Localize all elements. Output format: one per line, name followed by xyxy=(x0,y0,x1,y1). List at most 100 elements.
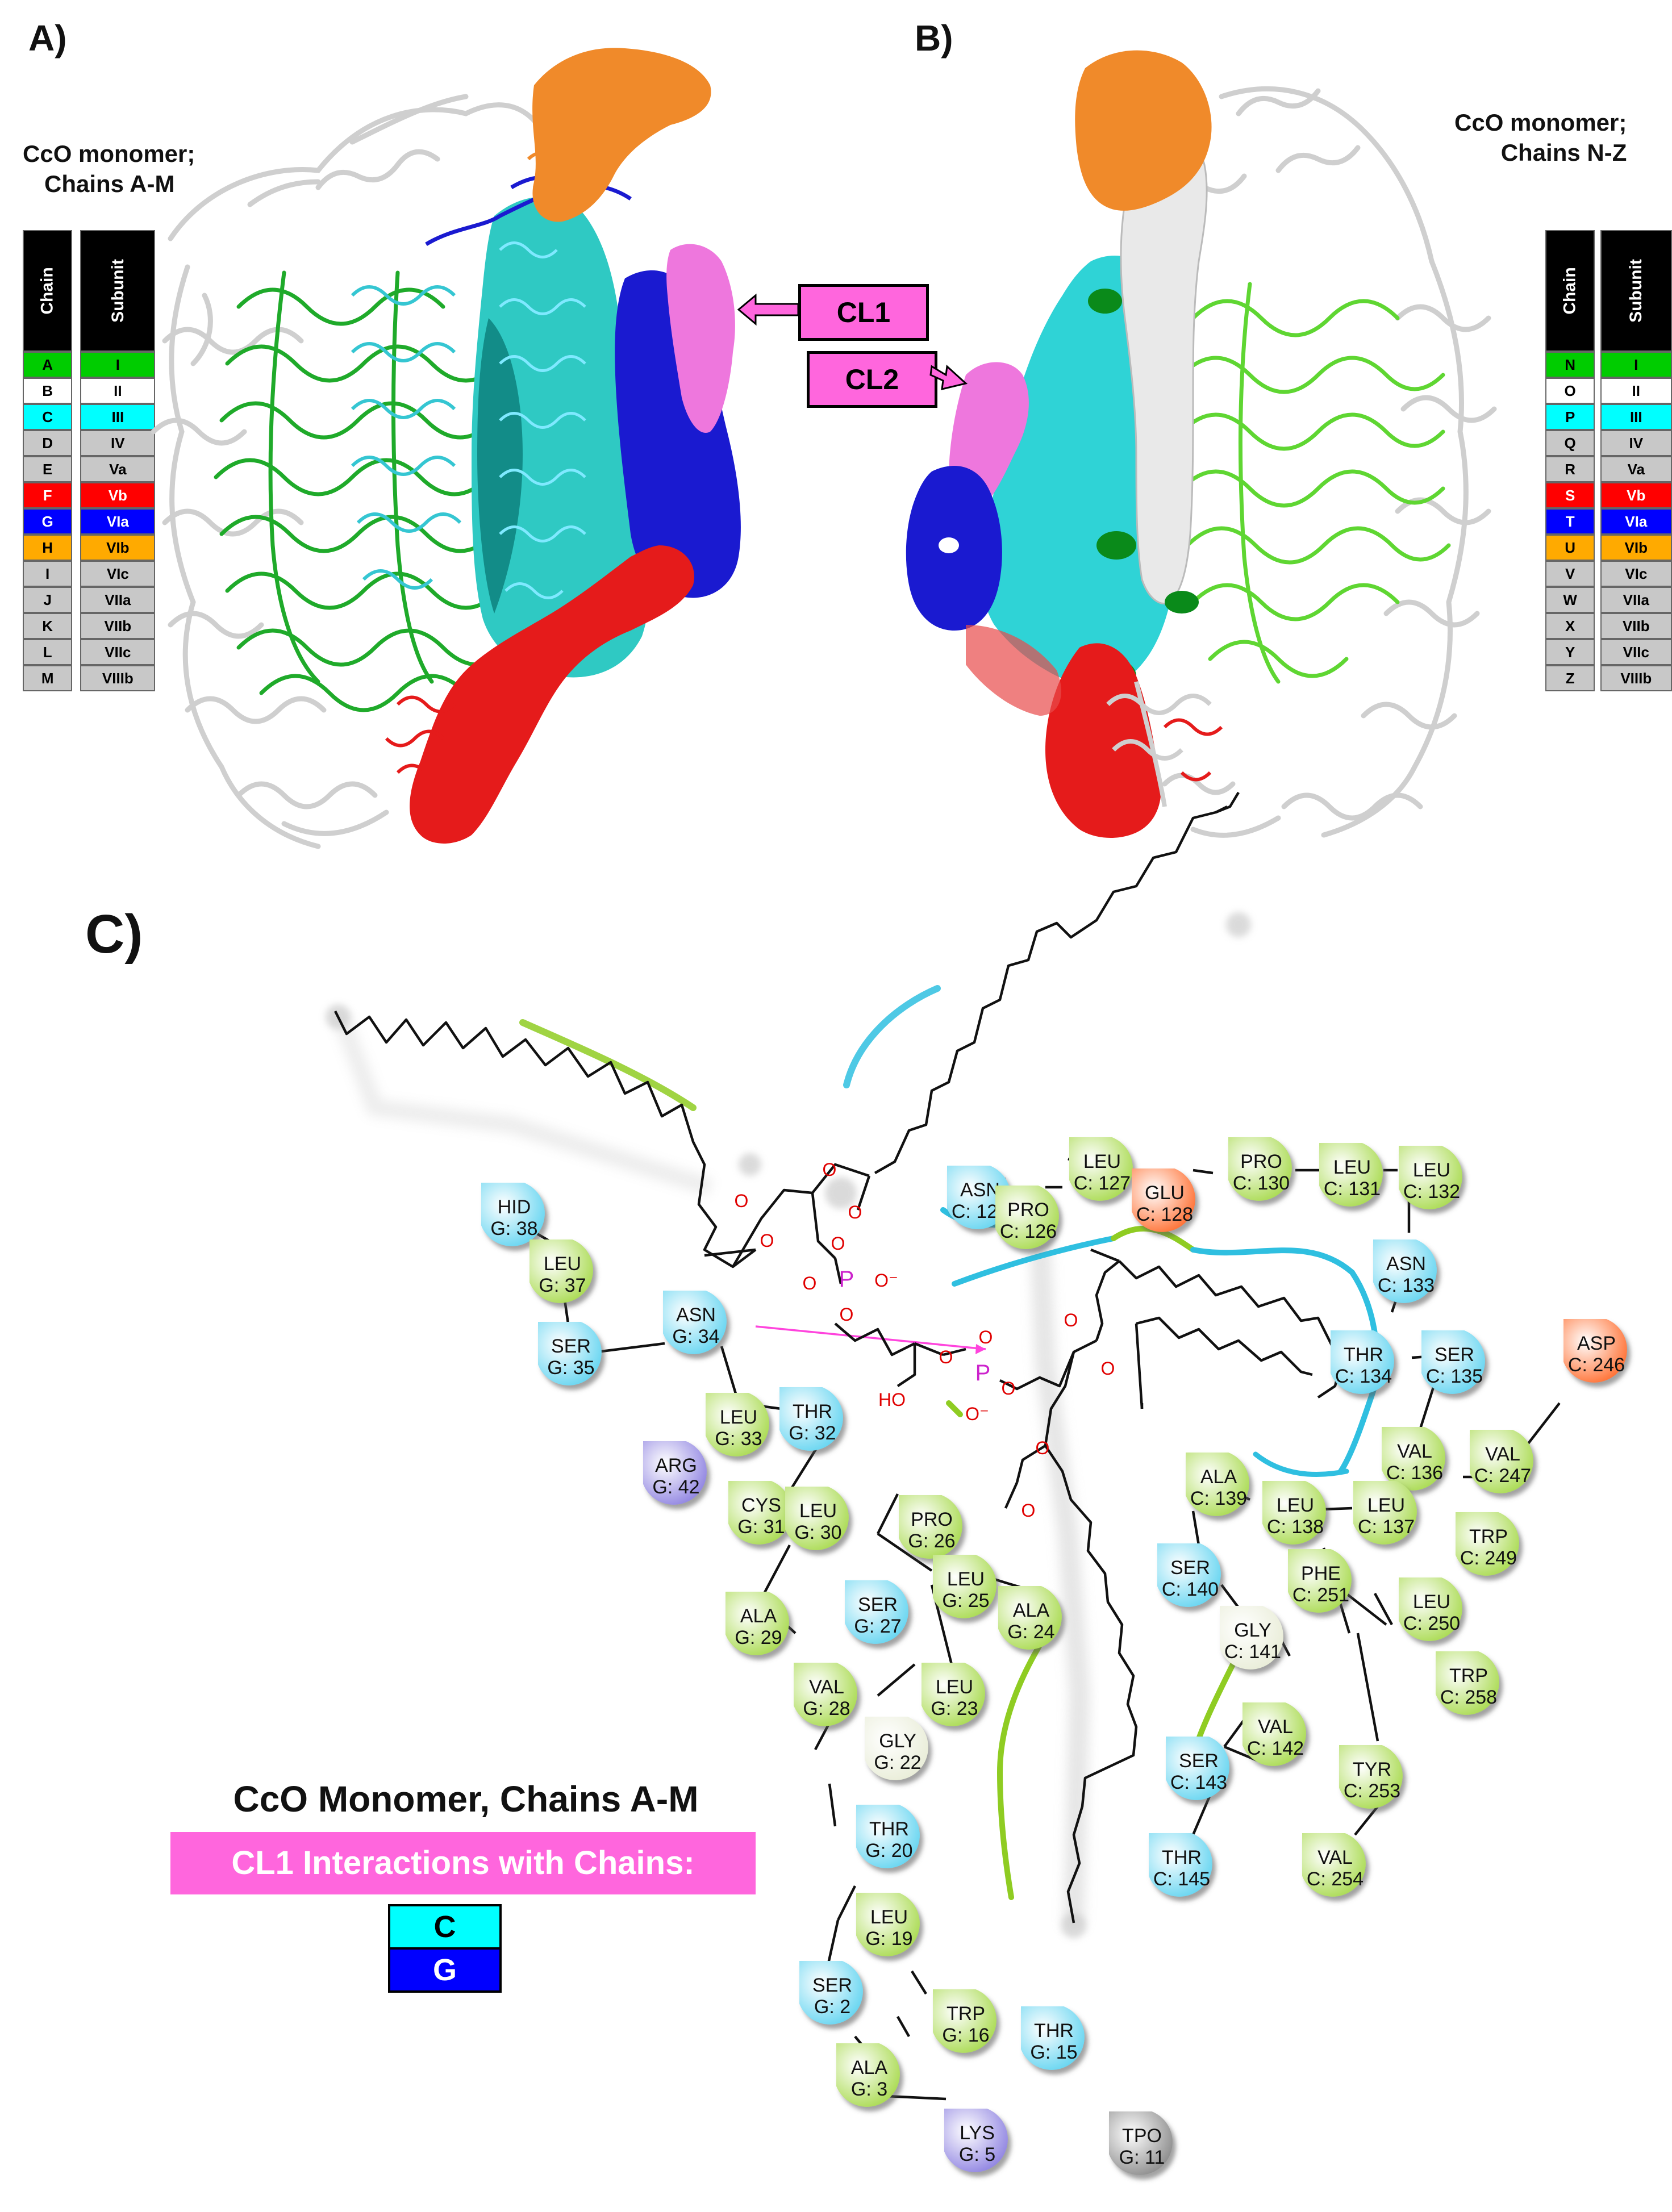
residue-name: THR xyxy=(1034,2020,1074,2042)
panel-b-chain-cell: Z xyxy=(1545,665,1595,691)
panel-b-subunit-cell: VIc xyxy=(1600,561,1672,587)
panel-a-chain-cell: D xyxy=(23,430,73,456)
residue-marker xyxy=(899,1495,962,1559)
residue-marker xyxy=(1436,1651,1499,1715)
panel-a-subunit-cell: VIa xyxy=(80,508,156,535)
panel-b-subunit-cell: II xyxy=(1600,378,1672,404)
panel-a-chain-cell: M xyxy=(23,665,73,691)
panel-b-subunit-cell: VIIIb xyxy=(1600,665,1672,691)
residue-marker xyxy=(1149,1833,1212,1897)
panel-a-subunit-cell: VIIIb xyxy=(80,665,156,691)
atom-o-14: O xyxy=(1021,1500,1036,1521)
residue-name: ALA xyxy=(1200,1466,1237,1488)
residue-marker xyxy=(481,1183,545,1246)
orange-surface-a xyxy=(532,48,711,222)
legend-title: CcO Monomer, Chains A-M xyxy=(233,1779,699,1819)
residue-name: GLU xyxy=(1145,1182,1185,1204)
residue-marker xyxy=(1288,1549,1352,1613)
panel-b-chain-cell: U xyxy=(1545,535,1595,561)
panel-b-chain-cell: R xyxy=(1545,456,1595,482)
residue-marker xyxy=(1353,1481,1417,1545)
cl1-lipid-surface xyxy=(666,244,735,433)
panel-a-chain-cell: B xyxy=(23,378,73,404)
residue-marker xyxy=(933,1989,996,2053)
panel-a-header-subunit: Subunit xyxy=(80,230,156,352)
residue-id: C: 145 xyxy=(1153,1868,1210,1890)
panel-b-label: B) xyxy=(915,18,953,59)
residue-marker xyxy=(1319,1143,1383,1207)
orange-surface-b xyxy=(1075,50,1212,211)
panel-b-subunit-cell: Va xyxy=(1600,456,1672,482)
panel-a-subunit-cell: II xyxy=(80,378,156,404)
residue-name: LEU xyxy=(1413,1159,1450,1181)
atom-o-6: O xyxy=(803,1273,817,1293)
residue-marker xyxy=(1157,1543,1221,1607)
panel-b-header-subunit: Subunit xyxy=(1600,230,1672,352)
panel-a-chain-cell: F xyxy=(23,482,73,508)
panel-a-header: CcO monomer; Chains A-M xyxy=(23,139,195,199)
tail-shadow xyxy=(1029,1226,1090,1926)
residue-id: C: 142 xyxy=(1247,1738,1304,1759)
residue-marker xyxy=(1186,1453,1249,1516)
residue-name: THR xyxy=(1344,1344,1383,1366)
teal-dark-surface-a xyxy=(477,318,523,613)
residue-id: C: 250 xyxy=(1403,1613,1460,1634)
residue-name: THR xyxy=(793,1401,832,1422)
residue-name: SER xyxy=(1435,1344,1474,1366)
panel-b-header-chain: Chain xyxy=(1545,230,1595,352)
residue-name: VAL xyxy=(1485,1443,1520,1465)
residue-marker xyxy=(1132,1168,1195,1232)
residue-name: LEU xyxy=(720,1407,757,1428)
panel-b-subunit-cell: III xyxy=(1600,404,1672,430)
panel-a-header-line1: CcO monomer; xyxy=(23,140,195,167)
residue-marker xyxy=(865,1717,928,1780)
panel-b-chain-cell: Q xyxy=(1545,430,1595,456)
atom-o-9: O xyxy=(979,1327,993,1347)
panel-a-table-row: B II xyxy=(23,378,156,404)
residue-marker xyxy=(1166,1737,1229,1800)
residue-marker xyxy=(643,1441,707,1505)
panel-a-subunit-cell: VIc xyxy=(80,561,156,587)
residue-id: G: 20 xyxy=(865,1840,912,1862)
residue-marker xyxy=(706,1393,769,1456)
residue-name: VAL xyxy=(1397,1441,1432,1462)
residue-marker xyxy=(1382,1427,1445,1491)
panel-a-subunit-cell: Va xyxy=(80,456,156,482)
residue-name: ALA xyxy=(740,1605,777,1627)
panel-b-chain-cell: W xyxy=(1545,587,1595,613)
residue-name: TYR xyxy=(1353,1759,1391,1780)
red-ribbon-b xyxy=(1163,718,1223,782)
cl2-callout: CL2 xyxy=(807,351,937,408)
residue-id: C: 258 xyxy=(1440,1687,1497,1708)
residue-marker xyxy=(836,2043,900,2107)
panel-a-subunit-cell: VIIc xyxy=(80,639,156,665)
atom-labels: O O O O O P O O⁻ O HO O O P O O⁻ O O O O xyxy=(735,1159,1115,1521)
residue-name: ALA xyxy=(1013,1600,1050,1621)
residue-name: PRO xyxy=(1240,1151,1282,1172)
panel-b-subunit-cell: Vb xyxy=(1600,482,1672,508)
residue-id: G: 35 xyxy=(547,1357,594,1379)
solvent-exposure-halos xyxy=(326,912,1251,1938)
residue-marker xyxy=(1456,1512,1519,1576)
